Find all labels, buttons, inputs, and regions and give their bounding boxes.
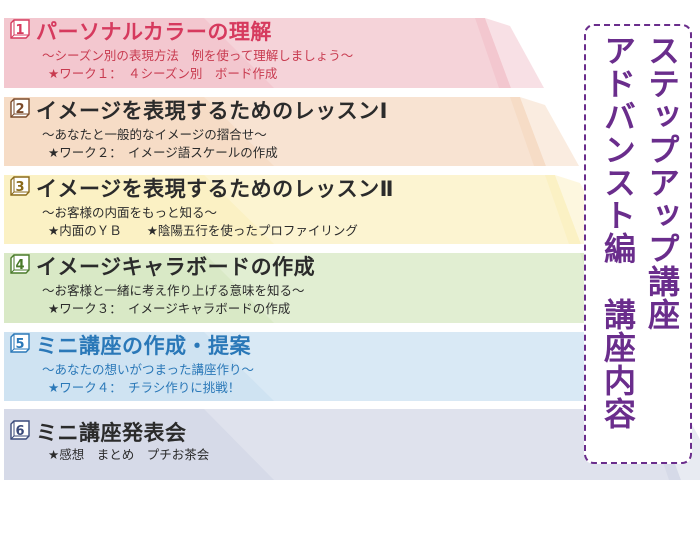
step-number: 1 [15, 23, 24, 38]
step-title: イメージを表現するためのレッスンⅡ [36, 177, 394, 201]
step-task: ★ワーク２： イメージ語スケールの作成 [48, 145, 278, 160]
step-task: ★ワーク３： イメージキャラボードの作成 [48, 301, 291, 316]
step-subtitle: 〜お客様と一緒に考え作り上げる意味を知る〜 [42, 283, 305, 298]
step-subtitle: 〜シーズン別の表現方法 例を使って理解しましょう〜 [42, 48, 354, 63]
pyramid-band [4, 409, 681, 480]
pyramid-band [4, 175, 581, 244]
step-number: 4 [15, 258, 24, 273]
pyramid-band-highlight [204, 332, 634, 401]
step-number: 5 [15, 337, 24, 352]
step-number-badge: 4 [10, 254, 30, 274]
pyramid-band [4, 18, 511, 88]
side-title-line-1: ステップアップ講座 [643, 34, 681, 331]
step-subtitle: 〜あなたと一般的なイメージの摺合せ〜 [42, 127, 267, 142]
step-number-badge: 2 [10, 98, 30, 118]
step-number: 3 [15, 180, 24, 195]
step-heading: 6 ミニ講座発表会 [10, 419, 187, 447]
step-heading: 1 パーソナルカラーの理解 [10, 18, 272, 46]
step-heading: 5 ミニ講座の作成・提案 [10, 332, 251, 360]
pyramid-band [4, 332, 646, 401]
step-task: ★感想 まとめ プチお茶会 [48, 447, 210, 462]
step-heading: 4 イメージキャラボードの作成 [10, 253, 315, 281]
step-number: 6 [15, 424, 24, 439]
step-4: 4 イメージキャラボードの作成〜お客様と一緒に考え作り上げる意味を知る〜 ★ワーク３… [4, 253, 564, 323]
pyramid-band [4, 97, 546, 166]
step-number-badge: 3 [10, 176, 30, 196]
step-title: イメージを表現するためのレッスンⅠ [36, 99, 388, 123]
step-number: 2 [15, 102, 24, 117]
step-title: イメージキャラボードの作成 [36, 255, 316, 279]
pyramid-band-highlight [204, 97, 534, 166]
step-2: 2 イメージを表現するためのレッスンⅠ 〜あなたと一般的なイメージの摺合せ〜 ★ワーク… [4, 97, 564, 167]
pyramid-band-highlight [204, 253, 604, 323]
step-1: 1 パーソナルカラーの理解〜シーズン別の表現方法 例を使って理解しましょう〜 ★ワー… [4, 18, 564, 88]
step-task: ★ワーク４： チラシ作りに挑戦！ [48, 380, 241, 395]
step-number-badge: 6 [10, 420, 30, 440]
step-heading: 3 イメージを表現するためのレッスンⅡ [10, 175, 394, 203]
step-title: パーソナルカラーの理解 [36, 20, 272, 44]
step-task: ★内面のＹＢ ★陰陽五行を使ったプロファイリング [48, 223, 358, 238]
side-title-box: ステップアップ講座 アドバンスト編 講座内容 [584, 24, 692, 464]
pyramid-band-side [520, 97, 579, 166]
step-3: 3 イメージを表現するためのレッスンⅡ 〜お客様の内面をもっと知る〜 ★内面のＹＢ ★… [4, 175, 564, 245]
side-title-line-2: アドバンスト編 講座内容 [599, 34, 637, 430]
pyramid-band [4, 253, 616, 323]
step-heading: 2 イメージを表現するためのレッスンⅠ [10, 97, 388, 125]
step-number-badge: 1 [10, 19, 30, 39]
pyramid-band-highlight [204, 18, 499, 88]
step-title: ミニ講座発表会 [36, 421, 187, 445]
step-subtitle: 〜あなたの想いがつまった講座作り〜 [42, 362, 255, 377]
pyramid-band-highlight [204, 175, 569, 244]
pyramid-band-side [485, 18, 544, 88]
step-subtitle: 〜お客様の内面をもっと知る〜 [42, 205, 218, 220]
step-6: 6 ミニ講座発表会 ★感想 まとめ プチお茶会 [4, 419, 564, 489]
step-title: ミニ講座の作成・提案 [36, 334, 251, 358]
pyramid-band-highlight [204, 409, 669, 480]
step-5: 5 ミニ講座の作成・提案〜あなたの想いがつまった講座作り〜 ★ワーク４： チラシ作り… [4, 332, 564, 402]
step-number-badge: 5 [10, 333, 30, 353]
step-task: ★ワーク１： ４シーズン別 ボード作成 [48, 66, 278, 81]
